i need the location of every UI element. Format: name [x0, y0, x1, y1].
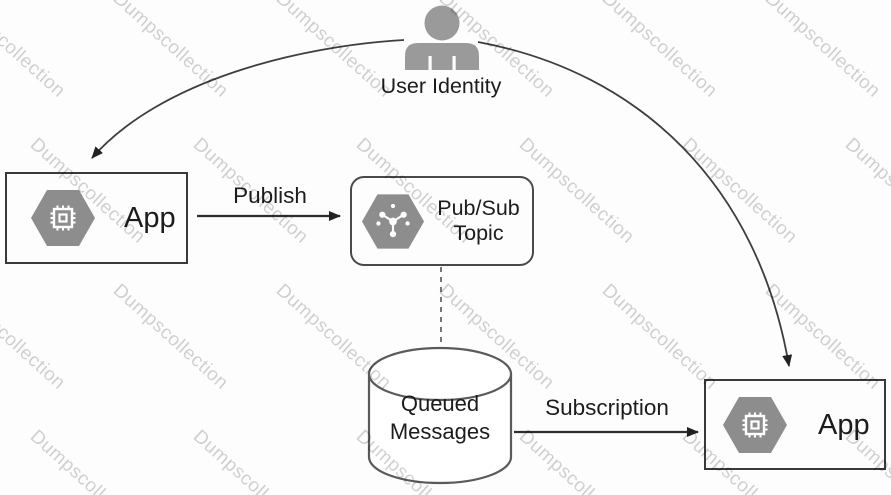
- chip-hexagon-icon: [723, 396, 787, 453]
- node-pubsub-topic: Pub/Sub Topic: [350, 176, 534, 266]
- queued-messages-label: Queued Messages: [389, 391, 491, 444]
- queued-messages-cylinder: [367, 346, 513, 485]
- subscription-label: Subscription: [545, 395, 669, 420]
- app-right-label: App: [818, 408, 870, 441]
- arrow-user-to-left-app: [91, 39, 405, 159]
- pubsub-hexagon-icon: [361, 193, 425, 249]
- arrow-user-to-right-app: [477, 41, 793, 367]
- chip-hexagon-icon: [31, 190, 95, 246]
- app-left-label: App: [124, 202, 176, 234]
- node-app-right: App: [704, 379, 886, 470]
- pubsub-topic-label: Pub/Sub Topic: [437, 196, 520, 245]
- user-identity-label: User Identity: [380, 74, 502, 98]
- node-app-left: App: [5, 172, 188, 264]
- publish-label: Publish: [233, 183, 307, 208]
- person-icon: [405, 5, 479, 70]
